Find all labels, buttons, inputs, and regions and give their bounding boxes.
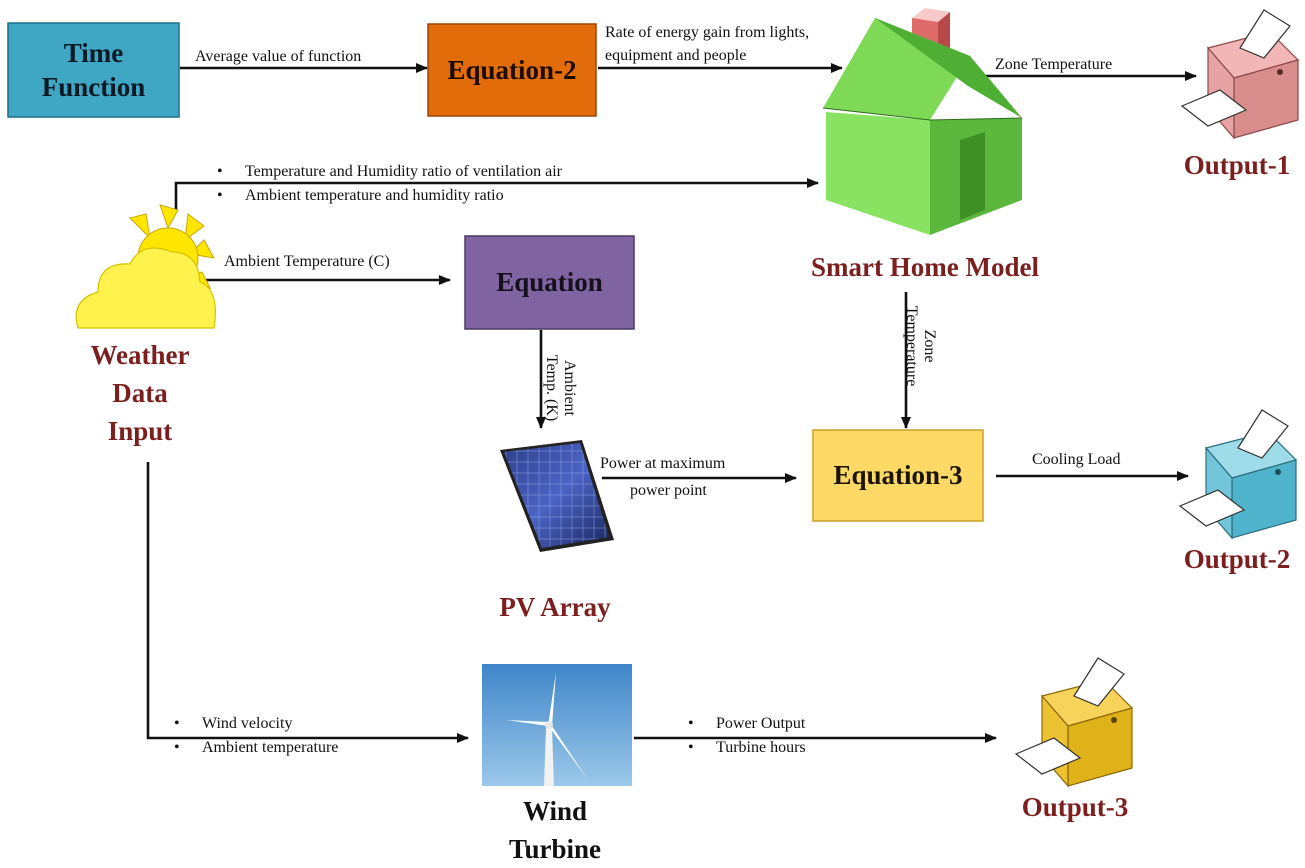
printer-icon-output2 (1178, 409, 1298, 540)
edge-label-rate-energy-line1: Rate of energy gain from lights, (605, 24, 810, 41)
ventilation-item: Temperature and Humidity ratio of ventil… (215, 160, 562, 184)
equation-box (464, 235, 635, 330)
edge-label-ambient-temp-k: Ambient Temp. (K) (543, 354, 578, 422)
time-function-box (7, 22, 180, 118)
equation3-box (812, 429, 984, 522)
edge-label-ventilation-list: Temperature and Humidity ratio of ventil… (215, 160, 562, 208)
power-output-item: Turbine hours (686, 736, 806, 760)
output2-label: Output-2 (1183, 544, 1291, 574)
edge-label-rate-energy-line2: equipment and people (605, 47, 747, 64)
edge-label-average-value: Average value of function (195, 48, 362, 65)
equation-label: Equation (496, 267, 603, 297)
edge-weather-to-wind (146, 462, 469, 743)
power-output-item: Power Output (686, 712, 806, 736)
output3-label: Output-3 (1021, 792, 1129, 822)
wind-turbine-label: Wind Turbine (508, 796, 602, 864)
edge-label-power-mpp-line2: power point (630, 482, 707, 499)
edge-label-power-list: Power Output Turbine hours (686, 712, 806, 760)
edge-label-wind-list: Wind velocity Ambient temperature (172, 712, 338, 760)
wind-turbine-icon (482, 664, 632, 786)
wind-input-item: Ambient temperature (172, 736, 338, 760)
output1-label: Output-1 (1183, 150, 1291, 180)
edge-label-zone-temperature-vertical: Zone Temperature (903, 305, 938, 387)
edge-weather-to-home (174, 178, 819, 212)
printer-icon-output3 (1014, 657, 1134, 788)
equation3-label: Equation-3 (833, 460, 963, 490)
solar-panel-icon (500, 440, 614, 552)
time-function-label: Time Function (41, 38, 146, 102)
weather-data-input-label: Weather Data Input (90, 340, 190, 446)
equation2-box (427, 23, 597, 117)
smart-home-model-label: Smart Home Model (811, 252, 1039, 282)
equation2-label: Equation-2 (447, 54, 577, 85)
printer-icon-output1 (1180, 9, 1300, 140)
edge-label-power-mpp-line1: Power at maximum (600, 455, 726, 472)
weather-icon (75, 204, 216, 329)
house-icon (822, 8, 1023, 235)
ventilation-item: Ambient temperature and humidity ratio (215, 184, 562, 208)
edge-label-ambient-temperature-c: Ambient Temperature (C) (224, 253, 390, 270)
pv-array-label: PV Array (499, 592, 611, 622)
wind-input-item: Wind velocity (172, 712, 338, 736)
edge-label-cooling-load: Cooling Load (1032, 451, 1121, 468)
edge-label-zone-temperature: Zone Temperature (995, 56, 1113, 73)
